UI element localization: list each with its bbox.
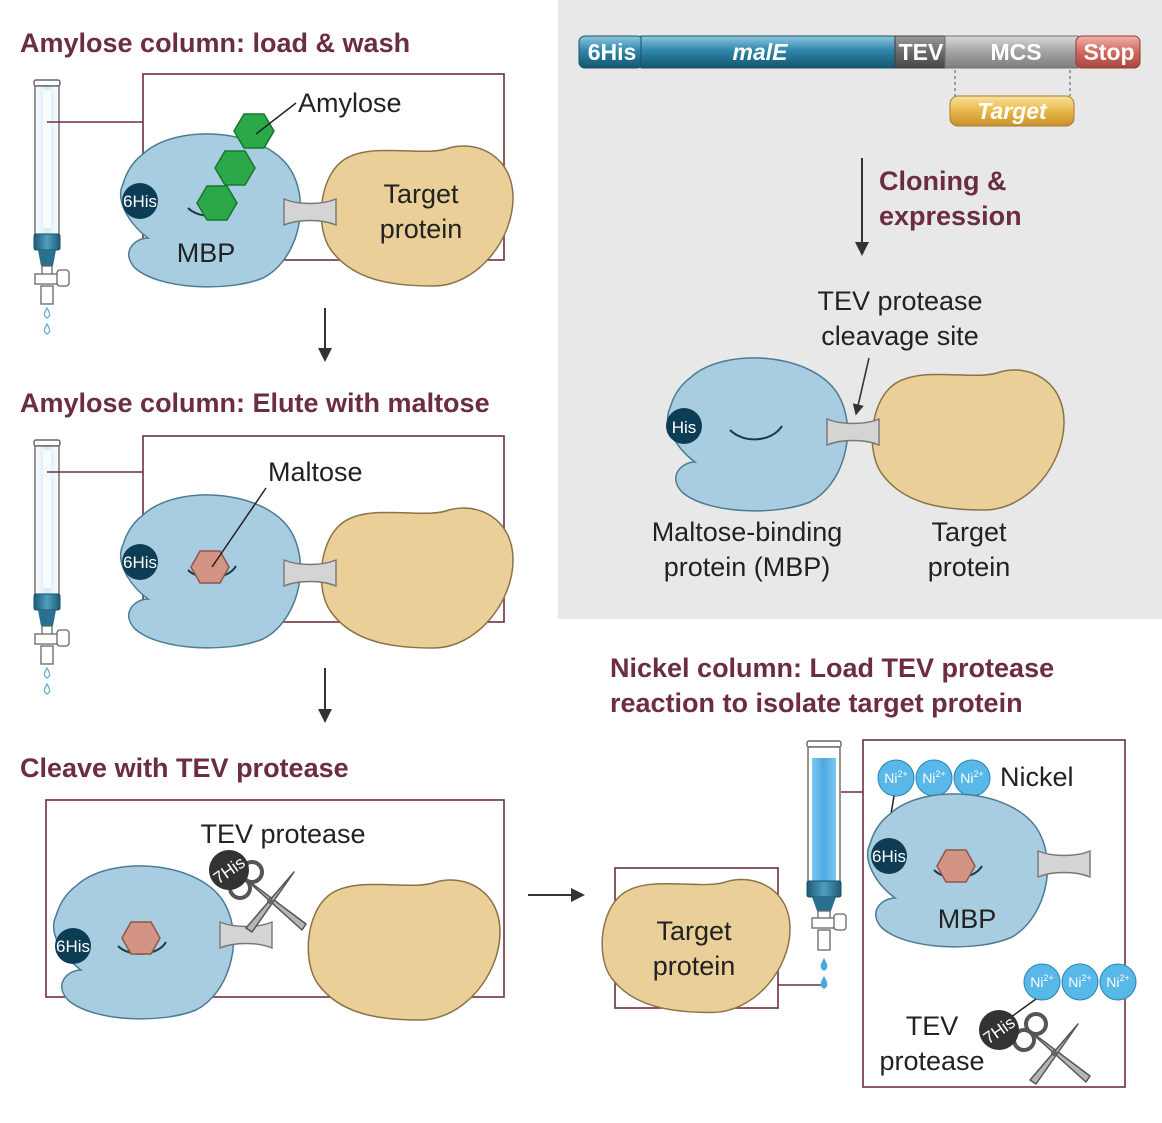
tev-protease-label: protease (879, 1046, 984, 1076)
nickel-ion-label: Ni2+ (1106, 973, 1130, 990)
maltose-hexagon (936, 849, 976, 883)
step-label: Cloning & (879, 166, 1006, 196)
his-tag-badge (55, 928, 91, 964)
nickel-ion-label: Ni2+ (960, 769, 984, 786)
target-label: protein (380, 214, 463, 244)
mbp-label: Maltose-binding (652, 517, 843, 547)
target-label: Target (656, 916, 732, 946)
cleavage-site-label: cleavage site (821, 321, 979, 351)
panel-load-wash: Amylose column: load & wash Amylose 6His… (20, 28, 514, 335)
amylose-leader (255, 102, 297, 135)
panel-title: reaction to isolate target protein (610, 688, 1023, 718)
segment-target-insert (949, 95, 1075, 127)
maltose-label: Maltose (268, 457, 363, 487)
segment-label: MCS (990, 39, 1041, 65)
panel-title: Amylose column: Elute with maltose (20, 388, 490, 418)
tev-protease-label: TEV protease (200, 819, 365, 849)
target-label: Target (383, 179, 459, 209)
target-protein-shape (320, 507, 514, 649)
panel-title: Amylose column: load & wash (20, 28, 410, 58)
panel-elute: Amylose column: Elute with maltose Malto… (20, 388, 514, 695)
step-label: expression (879, 201, 1022, 231)
amylose-hexagon (196, 185, 238, 221)
mbp-label: MBP (177, 238, 236, 268)
his-tag-label: 6His (56, 937, 90, 956)
mbp-label: protein (MBP) (664, 552, 831, 582)
maltose-hexagon (121, 921, 161, 955)
amylose-label: Amylose (298, 88, 402, 118)
tev-linker (219, 921, 273, 949)
amylose-column-icon (33, 439, 70, 695)
segment-mcs (944, 35, 1079, 69)
his-tag-badge (871, 838, 907, 874)
mbp-label: MBP (938, 904, 997, 934)
target-label: Target (931, 517, 1007, 547)
his-tag-label: 6His (123, 553, 157, 572)
cleavage-pointer (852, 357, 870, 416)
target-label: protein (928, 552, 1011, 582)
tev-linker (283, 559, 337, 587)
target-label: protein (653, 951, 736, 981)
nickel-ion-label: Ni2+ (1030, 973, 1054, 990)
panel-cleave: Cleave with TEV protease 6His 7His TEV p… (20, 753, 505, 1021)
nickel-bead (1061, 963, 1099, 1001)
segment-label: TEV (899, 39, 944, 65)
nickel-ion-label: Ni2+ (884, 769, 908, 786)
nickel-bead (1023, 963, 1061, 1001)
panel-nickel: Nickel column: Load TEV protease reactio… (601, 653, 1137, 1088)
nickel-ion-label: Ni2+ (1068, 973, 1092, 990)
his-tag-label: 6His (123, 192, 157, 211)
panel-construct: 6His malE TEV MCS Stop Target Cloning & … (558, 0, 1162, 619)
amylose-column-icon (33, 79, 70, 335)
tev-protease-label: TEV (906, 1011, 959, 1041)
amylose-hexagon (214, 150, 256, 186)
binding-pocket (729, 425, 783, 441)
his-tag-badge (122, 183, 158, 219)
target-protein-shape (307, 879, 501, 1021)
tev-his-tag-badge (979, 1010, 1019, 1050)
nickel-column-icon (806, 740, 847, 989)
target-protein-shape (601, 878, 791, 1014)
nickel-label: Nickel (1000, 762, 1074, 792)
his-tag-badge (666, 408, 702, 444)
nickel-ion-label: Ni2+ (922, 769, 946, 786)
scissors-icon (1012, 1012, 1092, 1086)
nickel-bead (1099, 963, 1137, 1001)
his-tag-badge (122, 544, 158, 580)
segment-male (640, 35, 898, 69)
segment-tev (894, 35, 948, 69)
tev-linker (1037, 850, 1091, 878)
tev-linker (283, 198, 337, 226)
maltose-hexagon (190, 550, 230, 584)
segment-label: 6His (588, 39, 637, 65)
zoom-frame (45, 799, 505, 998)
cleavage-site-label: TEV protease (817, 286, 982, 316)
panel-title: Cleave with TEV protease (20, 753, 349, 783)
segment-label: Target (977, 98, 1048, 124)
amylose-hexagon (233, 113, 275, 149)
tev-linker (826, 418, 880, 446)
tev-his-tag-badge (209, 850, 249, 890)
panel-title: Nickel column: Load TEV protease (610, 653, 1054, 683)
nickel-bead (877, 759, 915, 797)
segment-label: malE (733, 39, 789, 65)
segment-stop (1075, 35, 1141, 69)
maltose-leader (211, 487, 267, 568)
zoom-frame (862, 739, 1126, 1088)
his-tag-label: 6His (872, 847, 906, 866)
segment-label: Stop (1083, 39, 1134, 65)
his-tag-label: His (672, 418, 697, 437)
